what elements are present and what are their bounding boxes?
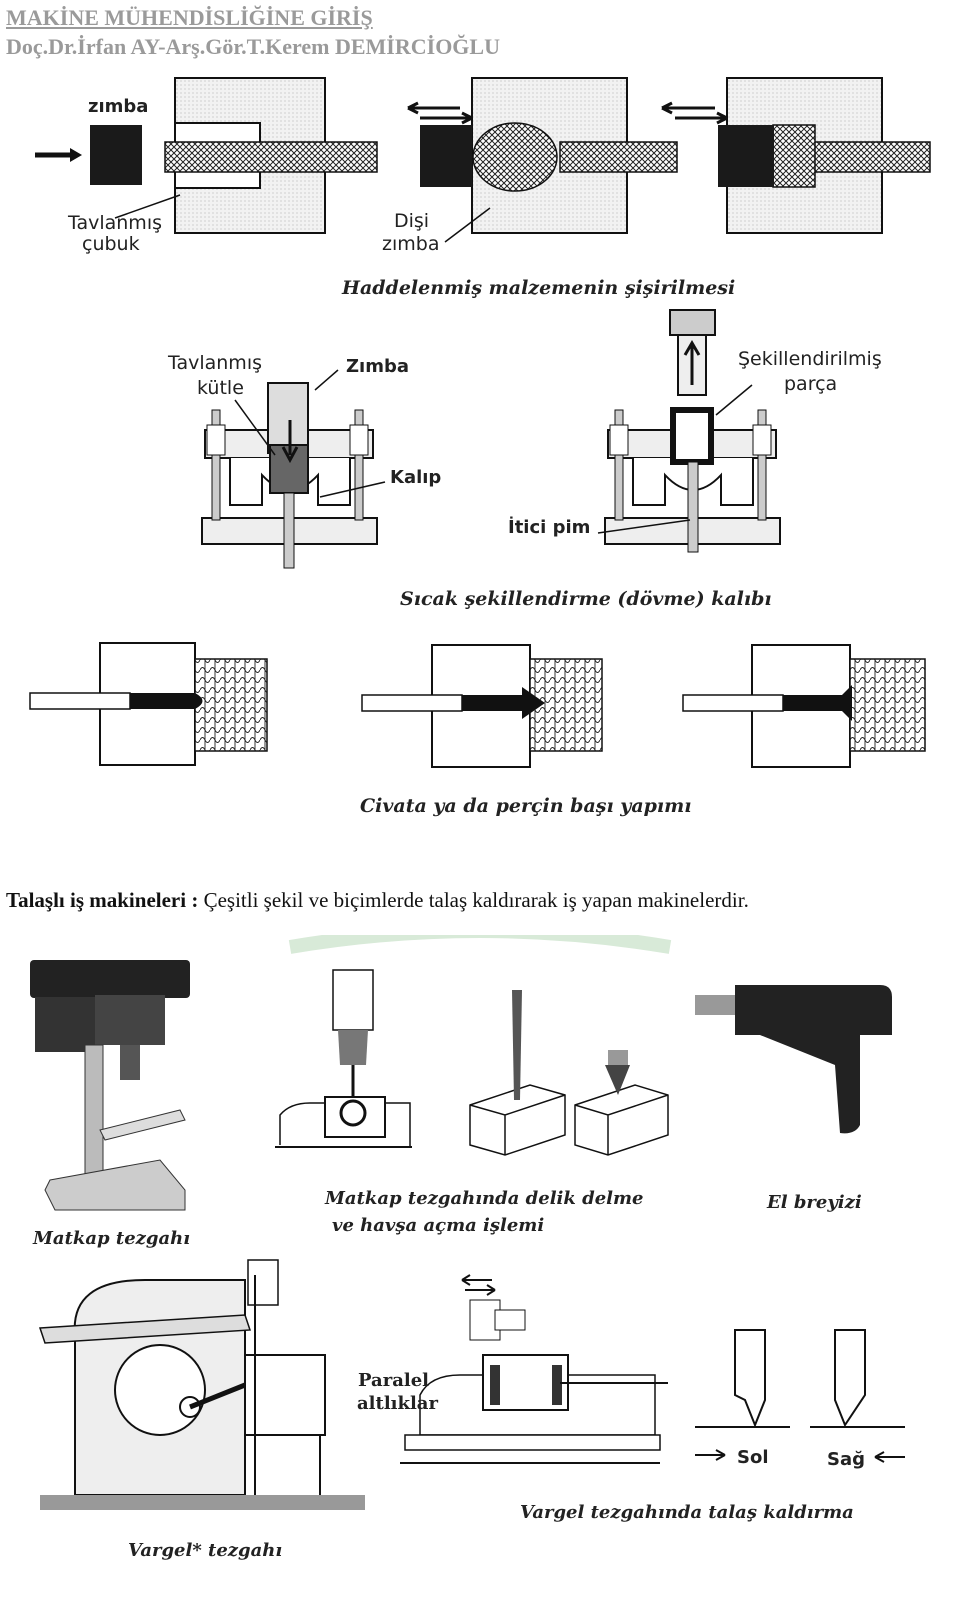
label-heated-mass-1: Tavlanmış [168, 352, 262, 374]
rivet-heading-figure [29, 642, 926, 768]
document-authors: Doç.Dr.İrfan AY-Arş.Gör.T.Kerem DEMİRCİO… [6, 34, 500, 59]
hand-drill-illustration [695, 985, 892, 1134]
label-die: Kalıp [390, 467, 442, 488]
label-female-die-1: Dişi [394, 210, 430, 232]
label-heated-mass-2: kütle [197, 377, 244, 399]
section-definition: Talaşlı iş makineleri : Çeşitli şekil ve… [6, 888, 749, 913]
caption-shaper-cutting: Vargel tezgahında talaş kaldırma [520, 1502, 854, 1523]
caption-hand-drill: El breyizi [767, 1192, 862, 1213]
shaped-part [670, 407, 714, 465]
rivet-head-3 [783, 685, 852, 721]
punch-right [669, 309, 716, 336]
label-heated-bar-1: Tavlanmış [68, 212, 162, 234]
drilling-diagram [275, 969, 412, 1148]
caption-upsetting: Haddelenmiş malzemenin şişirilmesi [342, 277, 736, 299]
rod-2 [361, 694, 463, 712]
label-parallels-2: altlıklar [357, 1393, 438, 1414]
label-female-die-2: zımba [382, 233, 440, 255]
rivet-head-1 [130, 693, 203, 709]
label-shaped-part-2: parça [784, 373, 838, 395]
section-description: Çeşitli şekil ve biçimlerde talaş kaldır… [198, 888, 749, 912]
heated-bar-1 [164, 141, 378, 173]
label-parallels-1: Paralel [358, 1370, 429, 1391]
heated-bar-2 [559, 141, 678, 173]
rod-3 [682, 694, 784, 712]
caption-drilling-1: Matkap tezgahında delik delme [325, 1188, 644, 1209]
upset-bulge [472, 122, 558, 192]
machine-tools-figure [30, 935, 905, 1510]
punch-left [267, 382, 309, 454]
forging-die-figure [201, 309, 781, 569]
countersink-diagram [469, 990, 669, 1156]
watermark-arc [288, 935, 672, 954]
heated-mass [269, 444, 309, 494]
rivet-head-2 [462, 687, 545, 719]
ejector-left [283, 492, 295, 569]
shaper-cutting-diagram [400, 1274, 668, 1464]
drill-press-illustration [30, 960, 190, 1211]
upsetting-figure [35, 77, 931, 243]
rod-1 [29, 692, 131, 710]
caption-shaper: Vargel* tezgahı [128, 1540, 283, 1561]
shaper-illustration [38, 1259, 365, 1510]
punch-1 [90, 125, 142, 185]
document-title: MAKİNE MÜHENDİSLİĞİNE GİRİŞ [6, 5, 373, 30]
caption-drilling-2: ve havşa açma işlemi [332, 1215, 545, 1236]
caption-forging-die: Sıcak şekillendirme (dövme) kalıbı [400, 588, 772, 610]
label-left: Sol [737, 1447, 769, 1468]
label-ejector-pin: İtici pim [508, 517, 591, 538]
ejector-right [687, 461, 699, 553]
label-right: Sağ [827, 1449, 865, 1470]
punch-3 [718, 125, 774, 187]
upset-head [772, 124, 816, 188]
label-forge-punch: Zımba [346, 356, 410, 377]
caption-drill-press: Matkap tezgahı [33, 1228, 191, 1249]
section-term: Talaşlı iş makineleri : [6, 888, 199, 912]
heated-bar-3 [809, 141, 931, 173]
label-shaped-part-1: Şekillendirilmiş [738, 348, 882, 370]
punch-2 [420, 125, 472, 187]
left-right-tools-diagram [695, 1329, 905, 1463]
caption-rivet-heading: Civata ya da perçin başı yapımı [360, 795, 692, 817]
label-heated-bar-2: çubuk [82, 233, 140, 255]
label-punch: zımba [88, 96, 149, 117]
